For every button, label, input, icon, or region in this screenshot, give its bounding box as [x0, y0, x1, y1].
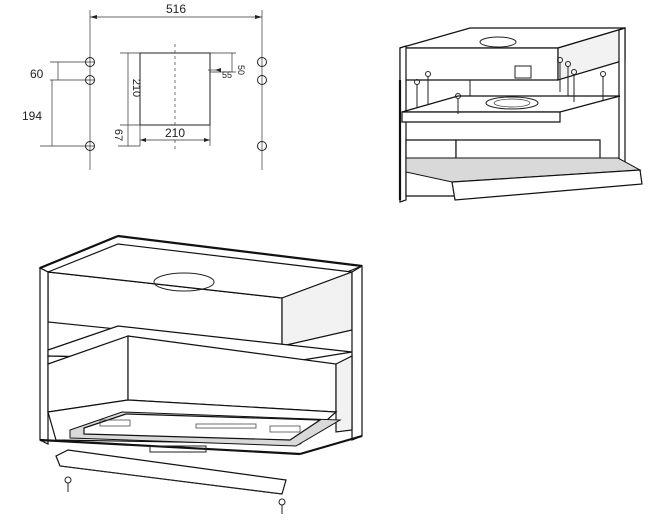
dimension-67: 67: [112, 125, 140, 147]
dim-cutout-width-label: 210: [165, 126, 185, 140]
hood-light: [149, 445, 207, 453]
dimension-194: 194: [22, 80, 53, 146]
dim-small-side-label: 55: [222, 70, 232, 80]
dim-cutout-height-label: 210: [130, 79, 142, 97]
hood-front-trim-bar: [55, 449, 287, 495]
dim-offset-label: 60: [30, 67, 44, 81]
mounting-template-drawing: 516 60 194: [22, 2, 267, 170]
dimension-small: 50 55: [208, 52, 246, 80]
fan-unit: [485, 96, 539, 110]
dim-small-top-label: 50: [236, 65, 246, 75]
dimension-210-horizontal: 210: [139, 125, 211, 146]
trim-screws: [64, 476, 286, 514]
dim-cutout-bottom-label: 67: [112, 129, 124, 141]
duct-hole: [153, 272, 215, 292]
dimension-210-vertical: 210: [120, 52, 142, 126]
cabinet-screw-installation-drawing: [398, 27, 643, 203]
dimension-516: 516: [90, 2, 262, 19]
dimension-60: 60: [30, 62, 59, 81]
dim-spacing-label: 194: [22, 109, 42, 123]
power-socket: [514, 65, 532, 79]
duct-hole-top: [479, 36, 517, 48]
dim-width-label: 516: [166, 2, 186, 16]
mounting-screws: [414, 57, 606, 114]
mounting-holes-right: [257, 57, 267, 151]
cabinet-hood-installation-drawing: [38, 234, 363, 514]
